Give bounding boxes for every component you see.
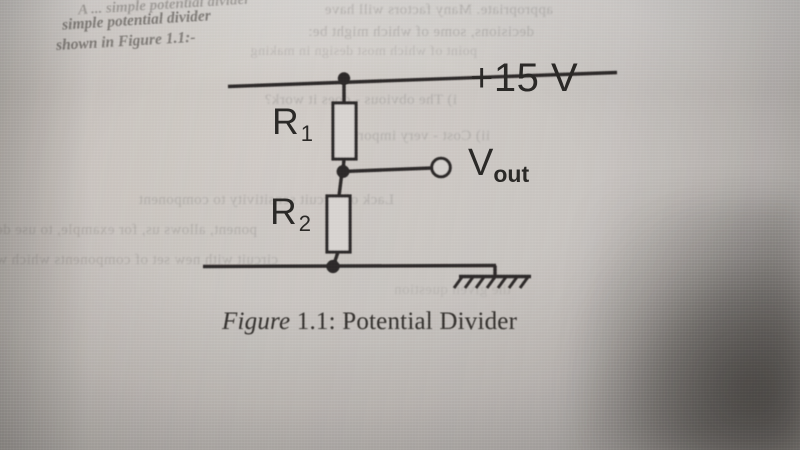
vout-wire	[342, 166, 433, 174]
node-dot-output	[336, 165, 350, 178]
figure-caption-word: Figure	[222, 308, 290, 335]
output-voltage-symbol: V	[468, 142, 493, 184]
figure-caption-title: Potential Divider	[342, 308, 517, 335]
bottom-right-shadow-soft	[590, 200, 800, 450]
bottom-right-shadow	[510, 180, 800, 450]
resistor-r2-body	[325, 194, 352, 254]
supply-rail-wire	[227, 70, 618, 89]
resistor-r1-label: R1	[272, 101, 313, 147]
resistor-r2-letter: R	[270, 191, 297, 232]
resistor-r2-subscript: 2	[299, 211, 311, 236]
supply-voltage-label: +15 V	[470, 56, 578, 101]
resistor-r1-subscript: 1	[301, 121, 313, 146]
resistor-r1-letter: R	[272, 101, 299, 142]
left-edge-shadow	[0, 0, 90, 450]
junction-dots	[326, 72, 351, 274]
resistor-r2-label: R2	[270, 191, 311, 237]
resistor-r1-body	[331, 101, 358, 161]
node-dot-supply	[337, 72, 351, 85]
figure-caption-number: 1.1:	[297, 308, 336, 335]
node-dot-ground	[326, 259, 340, 274]
paper-top-sheen	[0, 0, 800, 92]
ground-rail-wire	[202, 263, 497, 269]
vout-terminal-circle	[430, 156, 452, 179]
figure-caption: Figure 1.1: Potential Divider	[222, 308, 517, 336]
